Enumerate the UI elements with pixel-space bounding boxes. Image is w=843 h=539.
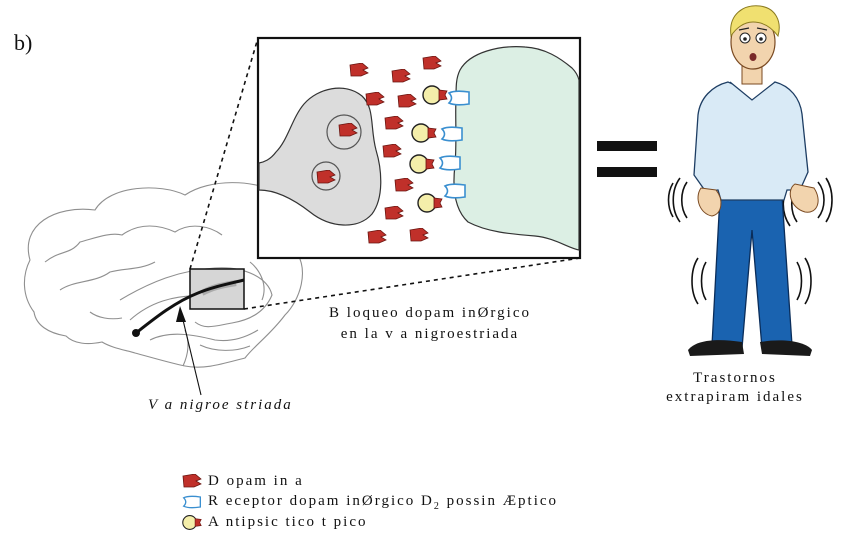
dopamine-icon	[182, 474, 202, 488]
legend-dopamine-label: D opam in a	[208, 472, 304, 489]
synapse-zoom-panel	[256, 36, 582, 260]
legend-item-antipsychotic: A ntipsic tico t pico	[182, 512, 368, 532]
equals-sign-bottom	[597, 167, 657, 177]
blockade-caption-line-2: en la v a nigroestriada	[340, 326, 520, 342]
tract-arrow-icon	[176, 306, 186, 322]
blockade-caption-line-1: B loqueo dopam inØrgico	[329, 305, 531, 321]
tremor-lines-icon	[667, 177, 833, 305]
extrapyramidal-caption: Trastornos extrapiram idales	[650, 369, 820, 407]
dopaminergic-blockade-caption: B loqueo dopam inØrgico en la v a nigroe…	[300, 303, 560, 345]
brain-sagittal-outline	[23, 182, 303, 368]
nigrostriatal-tract-label: V a nigroe striada	[148, 397, 293, 413]
substantia-nigra-dot	[132, 329, 140, 337]
legend-receptor-label: R eceptor dopam inØrgico D2 possin Æptic…	[208, 493, 558, 512]
zoom-connector-lines	[189, 37, 581, 310]
receptor-label-prefix: R eceptor dopam inØrgico D	[208, 492, 434, 509]
receptor-label-subscript: 2	[433, 500, 441, 512]
receptor-label-suffix: possin Æptico	[440, 492, 559, 509]
legend-item-receptor: R eceptor dopam inØrgico D2 possin Æptic…	[182, 492, 558, 512]
panel-label: b)	[14, 30, 33, 55]
postsynaptic-neuron	[453, 46, 580, 251]
legend-item-dopamine: D opam in a	[182, 471, 304, 491]
result-caption-line-1: Trastornos	[693, 370, 777, 386]
trembling-person-illustration	[667, 5, 833, 356]
receptor-icon	[182, 495, 202, 509]
nigrostriatal-tract	[135, 278, 245, 335]
legend-antipsychotic-label: A ntipsic tico t pico	[208, 513, 368, 530]
result-caption-line-2: extrapiram idales	[666, 389, 804, 405]
antipsychotic-icon	[182, 514, 202, 530]
equals-sign-top	[597, 141, 657, 151]
